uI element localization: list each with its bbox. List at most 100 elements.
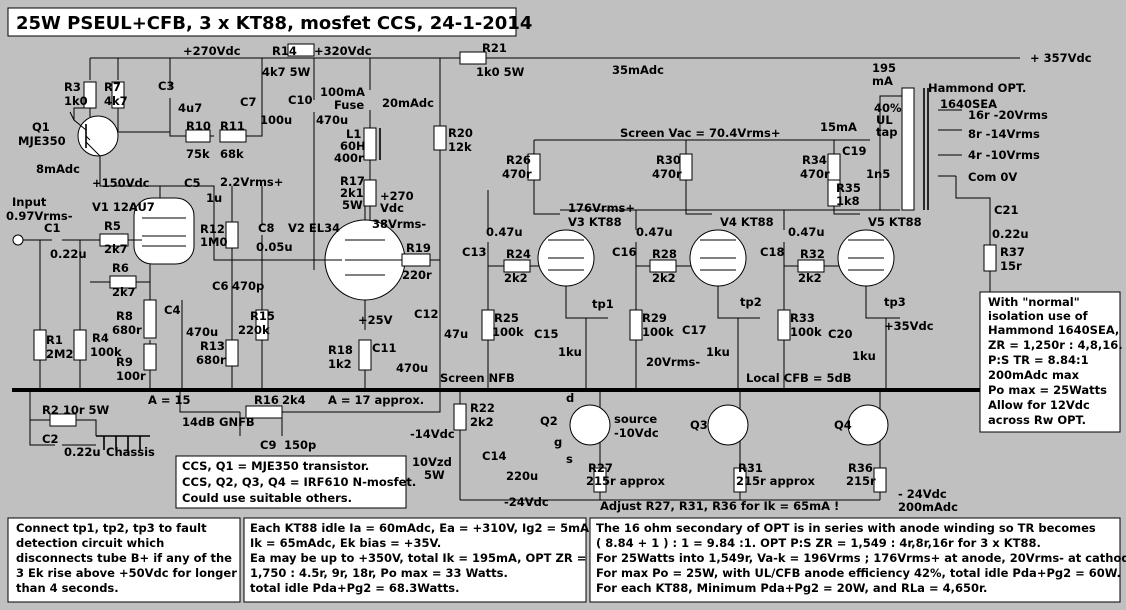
label-hammond2: 1640SEA xyxy=(940,97,997,111)
svg-text:detection circuit which: detection circuit which xyxy=(16,536,164,550)
label-c6: C6 xyxy=(212,279,228,293)
svg-text:Ik = 65mAdc, Ek bias = +35V.: Ik = 65mAdc, Ek bias = +35V. xyxy=(250,536,441,550)
label-r14v: 4k7 5W xyxy=(262,65,311,79)
label-r10: R10 xyxy=(186,119,211,133)
label-r17a: 2k1 xyxy=(340,186,364,200)
label-r28v: 2k2 xyxy=(652,271,676,285)
label-l1a: 60H xyxy=(340,139,366,153)
label-ul: UL xyxy=(876,113,893,127)
label-24vb: - 24Vdc xyxy=(898,487,947,501)
label-c17v: 1ku xyxy=(706,345,730,359)
label-r29v: 100k xyxy=(642,325,674,339)
label-c13v: 0.47u xyxy=(486,225,523,239)
label-c10v: 470u xyxy=(316,113,348,127)
label-150v: +150Vdc xyxy=(92,176,150,190)
label-q3: Q3 xyxy=(690,418,708,432)
label-r4: R4 xyxy=(92,331,109,345)
label-c4: C4 xyxy=(164,303,180,317)
label-r32: R32 xyxy=(800,247,825,261)
label-24v: -24Vdc xyxy=(504,495,549,509)
svg-text:Each KT88 idle Ia = 60mAdc, Ea: Each KT88 idle Ia = 60mAdc, Ea = +310V, … xyxy=(250,521,594,535)
label-r31: R31 xyxy=(738,461,763,475)
label-r15: R15 xyxy=(250,309,275,323)
label-tp1: tp1 xyxy=(592,297,614,311)
label-r1v: 2M2 xyxy=(46,347,73,361)
label-v357: + 357Vdc xyxy=(1030,51,1092,65)
label-r34v: 470r xyxy=(800,167,830,181)
label-d: d xyxy=(566,391,574,405)
label-r10v: 75k xyxy=(186,147,210,161)
label-q1: Q1 xyxy=(32,120,50,134)
label-c5v: 1u xyxy=(206,191,222,205)
label-r5v: 2k7 xyxy=(104,242,128,256)
label-r22: R22 xyxy=(470,401,495,415)
label-r16: R16 xyxy=(254,393,279,407)
label-screen-vac: Screen Vac = 70.4Vrms+ xyxy=(620,126,780,140)
label-c20: C20 xyxy=(828,327,852,341)
label-r24: R24 xyxy=(506,247,531,261)
label-r20v: 12k xyxy=(448,140,472,154)
label-200ma: 200mAdc xyxy=(898,500,958,514)
chassis-ground-icon xyxy=(96,435,150,450)
svg-text:Ea may be up to +350V, total I: Ea may be up to +350V, total Ik = 195mA,… xyxy=(250,551,586,565)
label-r11v: 68k xyxy=(220,147,244,161)
label-c19v: 1n5 xyxy=(866,167,890,181)
label-r36: R36 xyxy=(848,461,873,475)
label-14v: -14Vdc xyxy=(410,427,455,441)
label-com: Com 0V xyxy=(968,170,1017,184)
label-c18v: 0.47u xyxy=(788,225,825,239)
label-c17: C17 xyxy=(682,323,706,337)
kt88-note: Each KT88 idle Ia = 60mAdc, Ea = +310V, … xyxy=(250,521,594,595)
svg-text:ZR = 1,250r : 4,8,16.: ZR = 1,250r : 4,8,16. xyxy=(988,338,1123,352)
label-c2: C2 xyxy=(42,432,58,446)
label-r8: R8 xyxy=(116,309,133,323)
label-r22v: 2k2 xyxy=(470,415,494,429)
label-c16: C16 xyxy=(612,245,636,259)
label-c10: C10 xyxy=(288,93,312,107)
label-v1: V1 12AU7 xyxy=(92,200,155,214)
label-c19: C19 xyxy=(842,144,866,158)
label-l1: L1 xyxy=(346,127,361,141)
ohm-note: The 16 ohm secondary of OPT is in series… xyxy=(596,521,1126,595)
label-r25v: 100k xyxy=(492,325,524,339)
label-source: source xyxy=(614,412,657,426)
label-vdc: Vdc xyxy=(380,201,404,215)
label-r37: R37 xyxy=(1000,245,1025,259)
svg-text:For max Po = 25W, with UL/CFB: For max Po = 25W, with UL/CFB anode effi… xyxy=(596,566,1121,580)
label-r17b: 5W xyxy=(342,198,363,212)
label-r28: R28 xyxy=(652,247,677,261)
label-r17: R17 xyxy=(340,174,365,188)
label-20ma: 20mAdc xyxy=(382,96,434,110)
label-a15: A = 15 xyxy=(148,393,191,407)
label-v5: V5 KT88 xyxy=(868,215,922,229)
label-vz: 10Vzd xyxy=(412,455,452,469)
label-r7: R7 xyxy=(104,80,121,94)
svg-text:For each KT88, Minimum Pda+Pg: For each KT88, Minimum Pda+Pg2 = 20W, an… xyxy=(596,581,987,595)
label-c15: C15 xyxy=(534,327,558,341)
svg-text:total idle Pda+Pg2 = 68.3Watts: total idle Pda+Pg2 = 68.3Watts. xyxy=(250,581,460,595)
ohm-note-box xyxy=(589,517,1121,603)
label-hammond: Hammond OPT. xyxy=(928,81,1026,95)
svg-text:The 16 ohm secondary of OPT is: The 16 ohm secondary of OPT is in series… xyxy=(596,521,1096,535)
svg-text:200mAdc max: 200mAdc max xyxy=(988,368,1080,382)
label-r35v: 1k8 xyxy=(836,194,860,208)
label-gnfb: 14dB GNFB xyxy=(182,415,255,429)
tp-note: Connect tp1, tp2, tp3 to fault detection… xyxy=(16,521,237,595)
label-r20: R20 xyxy=(448,126,473,140)
label-adjust: Adjust R27, R31, R36 for Ik = 65mA ! xyxy=(600,499,839,513)
label-r33v: 100k xyxy=(790,325,822,339)
label-r32v: 2k2 xyxy=(798,271,822,285)
label-c8v: 0.05u xyxy=(256,240,293,254)
label-c7: C7 xyxy=(240,95,256,109)
label-8ma: 8mAdc xyxy=(36,162,80,176)
svg-text:CCS, Q1 = MJE350 transistor.: CCS, Q1 = MJE350 transistor. xyxy=(182,459,369,473)
hammond-note: With "normal" isolation use of Hammond 1… xyxy=(988,295,1123,427)
label-c14: C14 xyxy=(482,449,506,463)
ccs-note: CCS, Q1 = MJE350 transistor. CCS, Q2, Q3… xyxy=(182,459,416,505)
label-r35: R35 xyxy=(836,181,861,195)
svg-text:Connect tp1, tp2, tp3 to fault: Connect tp1, tp2, tp3 to fault xyxy=(16,521,207,535)
label-tp3: tp3 xyxy=(884,295,906,309)
label-local-cfb: Local CFB = 5dB xyxy=(746,371,851,385)
label-r14: R14 xyxy=(272,44,297,58)
